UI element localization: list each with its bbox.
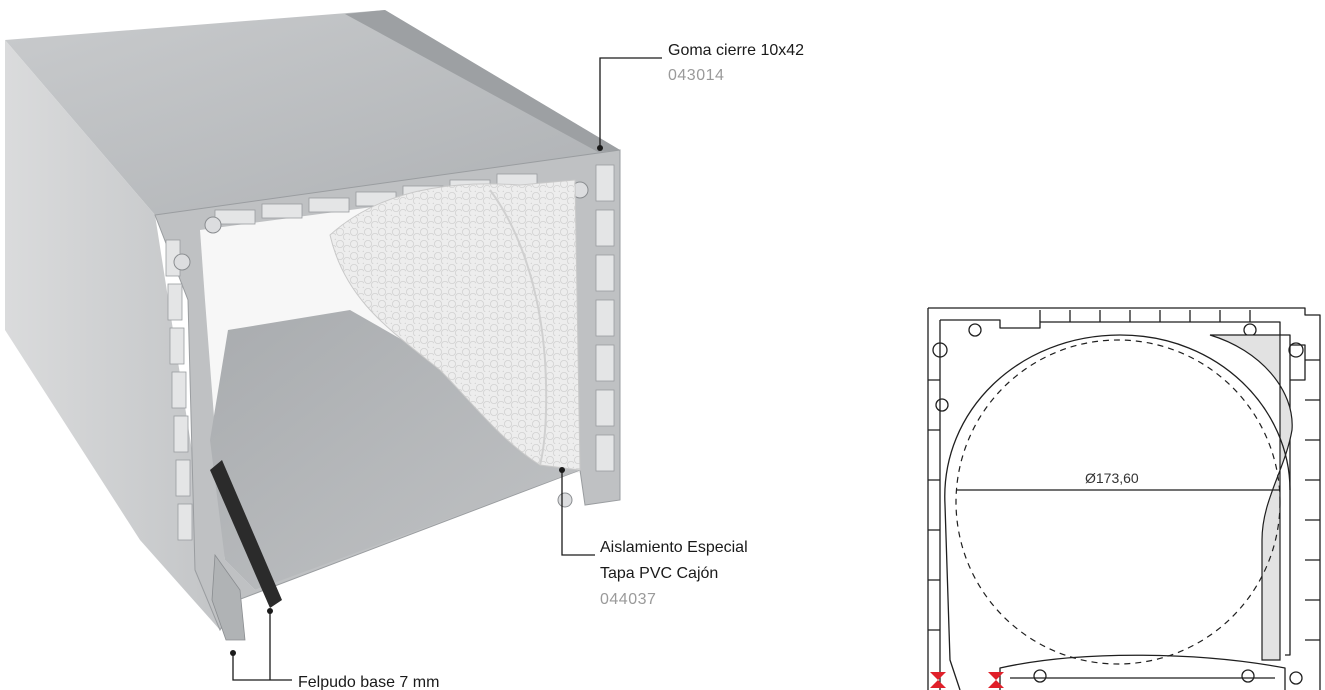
- callout-insulation-line2: Tapa PVC Cajón: [600, 565, 718, 582]
- callout-brush-name: Felpudo base 7 mm: [298, 674, 439, 690]
- section-insulation: [1209, 334, 1293, 661]
- callout-seal: Goma cierre 10x42 043014: [597, 42, 804, 151]
- box-left-face: [5, 40, 220, 630]
- section-diameter-label: Ø173,60: [1085, 470, 1139, 486]
- callout-seal-name: Goma cierre 10x42: [668, 42, 804, 59]
- callout-seal-code: 043014: [668, 67, 724, 84]
- callout-brush-dot-a: [230, 650, 236, 656]
- box-floor: [210, 310, 580, 590]
- callout-seal-leader: [599, 57, 662, 148]
- callout-brush: Felpudo base 7 mm: [230, 608, 439, 690]
- callout-insulation-dot: [559, 467, 565, 473]
- brush-strip: [210, 460, 282, 608]
- callout-brush-leader-a: [232, 653, 292, 681]
- callout-seal-dot: [597, 145, 603, 151]
- callout-insulation-leader: [561, 470, 595, 556]
- section-drawing: Ø173,60: [927, 307, 1321, 690]
- section-left-guide: [944, 504, 961, 690]
- foam-lip: [489, 189, 548, 466]
- section-screw-ports: [932, 323, 1304, 685]
- callout-insulation: Aislamiento Especial Tapa PVC Cajón 0440…: [559, 467, 748, 608]
- foam-insulation: [329, 179, 581, 471]
- section-outer-frame: [927, 307, 1321, 690]
- section-red-markers: [930, 672, 1004, 688]
- callout-insulation-line1: Aislamiento Especial: [600, 539, 748, 556]
- section-right-chambers: [1290, 344, 1320, 641]
- section-roller-circle: [955, 339, 1281, 665]
- box-top-groove: [345, 10, 620, 152]
- section-left-chambers: [928, 379, 940, 631]
- section-top-chambers: [1039, 310, 1251, 322]
- callout-brush-dot-b: [267, 608, 273, 614]
- section-inner-frame: [939, 319, 1291, 690]
- box-bottom-leg: [211, 553, 246, 641]
- profile-chambers-right: [595, 164, 615, 472]
- screw-ports: [173, 181, 589, 508]
- roller-box-3d-render: [5, 10, 621, 641]
- section-roller-arc: [944, 334, 1291, 506]
- profile-chambers-left: [165, 239, 193, 541]
- section-bottom-profile: [999, 654, 1286, 690]
- callout-insulation-code: 044037: [600, 591, 656, 608]
